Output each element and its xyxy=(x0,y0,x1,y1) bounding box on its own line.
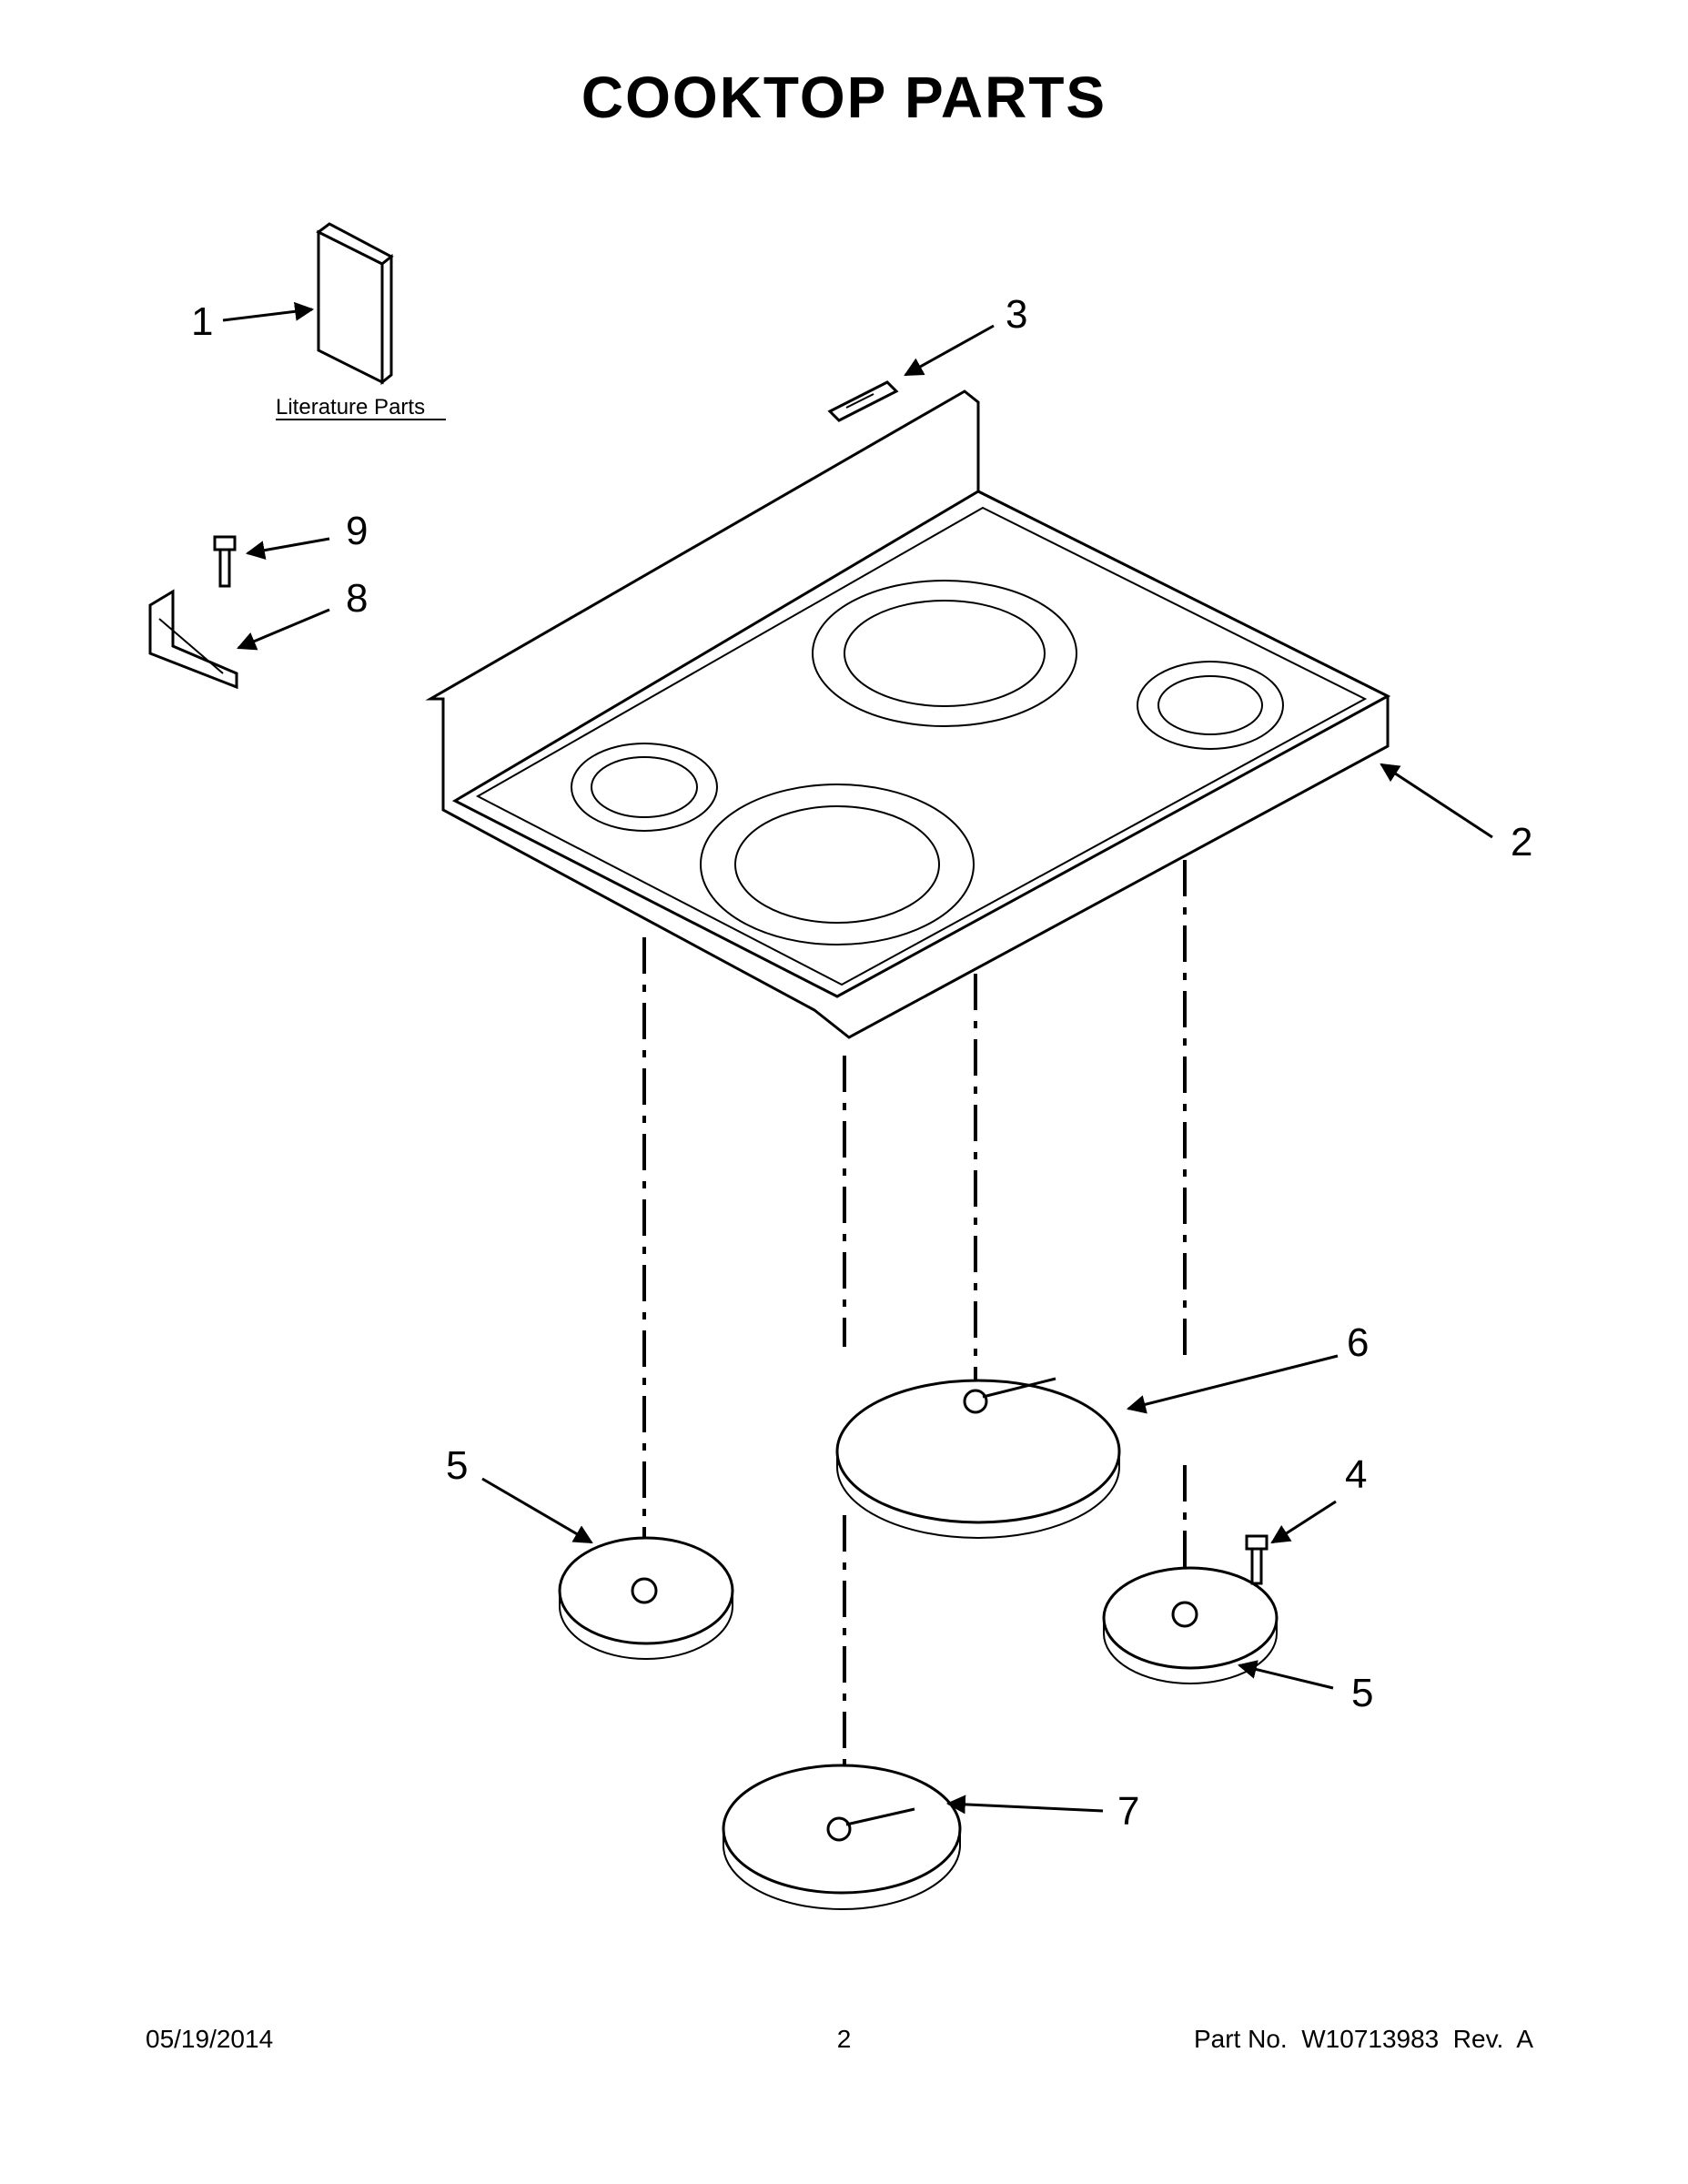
screw-icon-9 xyxy=(213,535,237,588)
callout-9: 9 xyxy=(346,509,368,553)
leader-line-8 xyxy=(237,608,330,651)
cooktop-main-top xyxy=(425,389,1391,1039)
footer-page-number: 2 xyxy=(836,2025,852,2053)
bracket-icon xyxy=(148,589,238,690)
callout-1: 1 xyxy=(191,299,213,344)
page-title: COOKTOP PARTS xyxy=(581,65,1107,130)
element-5-left-icon xyxy=(558,1536,734,1660)
clip-icon xyxy=(827,380,899,422)
leader-line-5-right xyxy=(1237,1660,1334,1690)
element-7-icon xyxy=(722,1764,962,1910)
leader-line-9 xyxy=(245,537,330,561)
literature-book-icon xyxy=(316,222,394,386)
element-5-right-icon xyxy=(1102,1566,1279,1684)
callout-5-right: 5 xyxy=(1351,1671,1373,1715)
callout-8: 8 xyxy=(346,576,368,621)
leader-line-3 xyxy=(904,324,995,377)
leader-line-1 xyxy=(222,301,315,322)
leader-line-4 xyxy=(1270,1500,1337,1544)
leader-line-7 xyxy=(945,1795,1104,1815)
screw-icon-4 xyxy=(1245,1534,1269,1585)
leader-line-5-left xyxy=(481,1477,593,1544)
leader-line-2 xyxy=(1380,763,1493,839)
literature-parts-label: Literature Parts xyxy=(276,395,425,420)
callout-4: 4 xyxy=(1345,1452,1367,1497)
callout-2: 2 xyxy=(1511,820,1532,864)
callout-7: 7 xyxy=(1117,1789,1139,1834)
callout-5-left: 5 xyxy=(446,1443,468,1488)
callout-6: 6 xyxy=(1347,1320,1369,1365)
element-6-icon xyxy=(835,1377,1121,1539)
callout-3: 3 xyxy=(1006,292,1027,337)
footer-part-number: Part No. W10713983 Rev. A xyxy=(1193,2025,1533,2053)
leader-line-6 xyxy=(1126,1354,1339,1414)
footer-date: 05/19/2014 xyxy=(146,2025,274,2053)
